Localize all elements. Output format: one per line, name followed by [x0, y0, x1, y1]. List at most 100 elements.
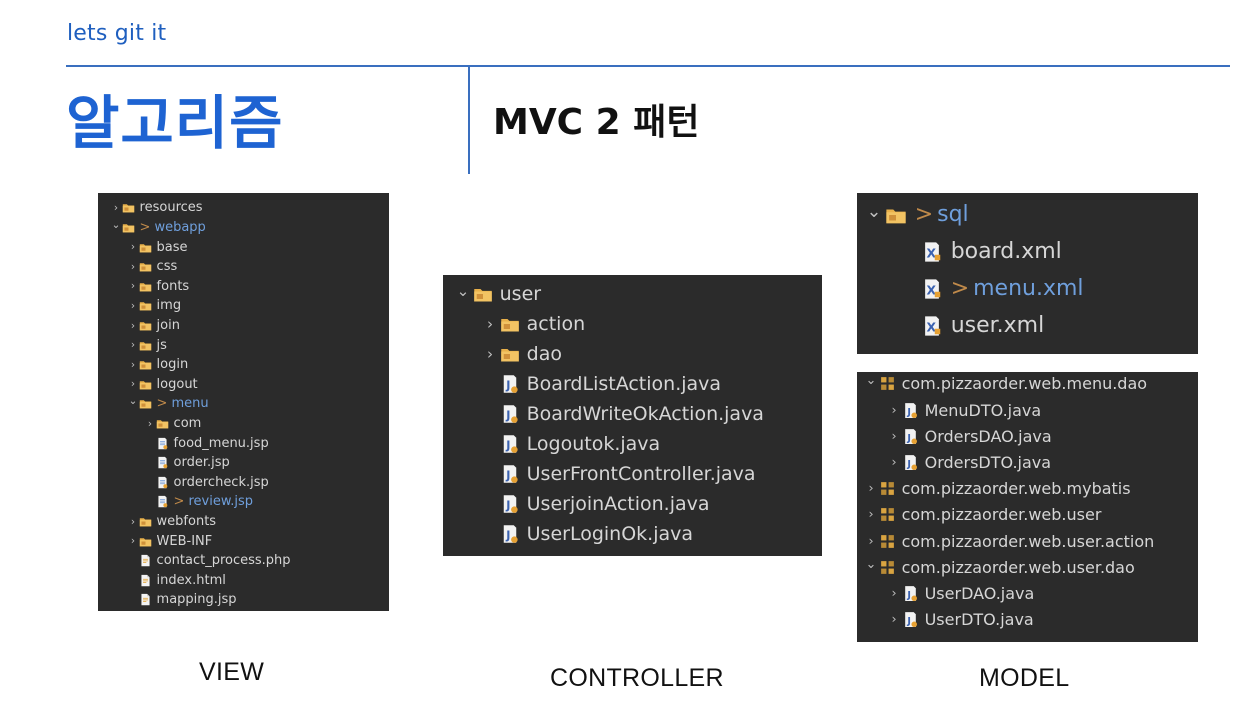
- tree-item[interactable]: › WEB-INF: [127, 532, 212, 550]
- tree-item[interactable]: ›action: [480, 311, 585, 338]
- page-subtitle: MVC 2 패턴: [493, 102, 700, 143]
- chevron-right-icon[interactable]: ›: [868, 481, 874, 497]
- tree-item[interactable]: ›webfonts: [127, 513, 216, 531]
- tree-item-label: index.html: [156, 572, 226, 588]
- tree-item-label: webapp: [154, 220, 206, 236]
- tree-item[interactable]: food_menu.jsp: [144, 434, 269, 452]
- folder-icon: [139, 515, 152, 528]
- chevron-right-icon[interactable]: ›: [130, 299, 136, 312]
- chevron-down-icon[interactable]: ⌄: [865, 556, 877, 572]
- folder-icon: [122, 221, 135, 234]
- tree-item[interactable]: ›fonts: [127, 277, 189, 295]
- chevron-right-icon[interactable]: ›: [147, 417, 153, 430]
- tree-item[interactable]: ›img: [127, 297, 181, 315]
- tree-item-label: food_menu.jsp: [173, 435, 269, 451]
- tree-item[interactable]: ›dao: [480, 341, 562, 368]
- modified-marker: >: [139, 220, 151, 236]
- chevron-right-icon[interactable]: ›: [891, 428, 897, 444]
- tree-item[interactable]: J Logoutok.java: [480, 431, 660, 458]
- tree-item[interactable]: contact_process.php: [127, 552, 291, 570]
- tree-item[interactable]: › css: [127, 258, 177, 276]
- tree-item-label: sql: [937, 202, 969, 228]
- tree-item-label: resources: [139, 200, 203, 216]
- tree-item-label: logout: [156, 376, 198, 392]
- folder-icon: [139, 535, 152, 548]
- chevron-right-icon[interactable]: ›: [486, 344, 494, 363]
- tree-item-label: OrdersDTO.java: [924, 453, 1052, 473]
- chevron-right-icon[interactable]: ›: [891, 402, 897, 418]
- tree-item[interactable]: ›join: [127, 317, 180, 335]
- tree-item[interactable]: ⌄user: [453, 281, 541, 308]
- jsp-file-icon: [156, 456, 169, 469]
- chevron-right-icon[interactable]: ›: [891, 612, 897, 628]
- chevron-right-icon[interactable]: ›: [891, 586, 897, 602]
- chevron-right-icon[interactable]: ›: [130, 358, 136, 371]
- chevron-down-icon[interactable]: ⌄: [865, 373, 877, 389]
- tree-item-label: WEB-INF: [156, 533, 213, 549]
- tree-item[interactable]: order.jsp: [144, 454, 230, 472]
- chevron-right-icon[interactable]: ›: [130, 319, 136, 332]
- modified-marker: >: [173, 494, 185, 510]
- tree-item[interactable]: index.html: [127, 571, 226, 589]
- chevron-right-icon[interactable]: ›: [130, 339, 136, 352]
- model-caption: MODEL: [979, 664, 1070, 692]
- view-caption: VIEW: [199, 658, 265, 686]
- tree-item-label: css: [156, 259, 178, 275]
- chevron-down-icon[interactable]: ⌄: [456, 281, 470, 300]
- folder-icon: [139, 397, 152, 410]
- tree-item[interactable]: › resources: [110, 199, 203, 217]
- tree-item[interactable]: ›com.pizzaorder.web.user.action: [863, 530, 1154, 552]
- tree-item[interactable]: ⌄>sql: [863, 200, 969, 231]
- chevron-right-icon[interactable]: ›: [891, 455, 897, 471]
- tree-item[interactable]: ⌄com.pizzaorder.web.user.dao: [863, 556, 1135, 578]
- chevron-right-icon[interactable]: ›: [130, 280, 136, 293]
- modified-marker: >: [156, 396, 168, 412]
- chevron-right-icon[interactable]: ›: [130, 535, 136, 548]
- chevron-right-icon[interactable]: ›: [130, 241, 136, 254]
- chevron-down-icon[interactable]: ⌄: [128, 394, 138, 407]
- tree-item[interactable]: X>menu.xml: [899, 274, 1084, 305]
- tree-item-label: Logoutok.java: [526, 432, 661, 455]
- chevron-right-icon[interactable]: ›: [130, 515, 136, 528]
- page-title: 알고리즘: [66, 89, 284, 157]
- svg-text:J: J: [505, 439, 510, 452]
- java-file-icon: J: [500, 404, 520, 424]
- tree-item[interactable]: >review.jsp: [144, 493, 253, 511]
- tree-item[interactable]: ⌄ >webapp: [110, 219, 206, 237]
- tree-item[interactable]: ›login: [127, 356, 188, 374]
- svg-text:J: J: [906, 433, 911, 444]
- svg-text:J: J: [906, 590, 911, 601]
- tree-item[interactable]: ⌄com.pizzaorder.web.menu.dao: [863, 373, 1147, 395]
- tree-item[interactable]: › logout: [127, 375, 198, 393]
- chevron-right-icon[interactable]: ›: [130, 378, 136, 391]
- tree-item[interactable]: ›com: [144, 415, 201, 433]
- chevron-down-icon[interactable]: ⌄: [111, 218, 121, 231]
- chevron-right-icon[interactable]: ›: [113, 201, 119, 214]
- chevron-right-icon[interactable]: ›: [868, 533, 874, 549]
- tree-item[interactable]: mapping.jsp: [127, 591, 237, 609]
- tree-item[interactable]: ›com.pizzaorder.web.mybatis: [863, 478, 1130, 500]
- chevron-right-icon[interactable]: ›: [130, 260, 136, 273]
- tree-item[interactable]: ›com.pizzaorder.web.user: [863, 504, 1101, 526]
- chevron-right-icon[interactable]: ›: [868, 507, 874, 523]
- tree-item[interactable]: ⌄>menu: [127, 395, 209, 413]
- chevron-right-icon[interactable]: ›: [486, 314, 494, 333]
- tree-item[interactable]: ordercheck.jsp: [144, 473, 269, 491]
- tree-item[interactable]: ›js: [127, 336, 167, 354]
- chevron-down-icon[interactable]: ⌄: [866, 201, 882, 222]
- tree-item[interactable]: ›base: [127, 238, 188, 256]
